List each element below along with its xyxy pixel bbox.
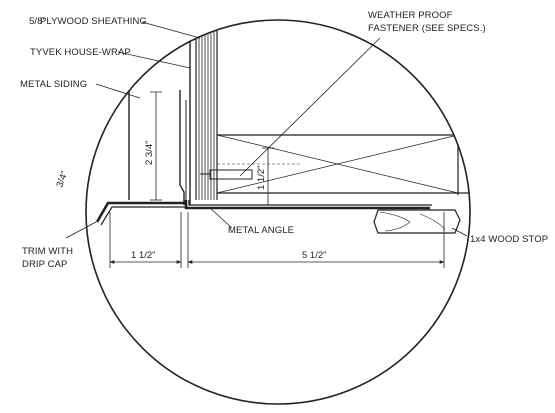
dim-angle-leg-text: 1 1/2": [256, 165, 267, 190]
wood-stop: [373, 209, 461, 234]
dim-angle-width-text: 5 1/2": [302, 250, 327, 261]
tyvek-label: TYVEK HOUSE-WRAP: [30, 47, 131, 58]
detail-circle: [85, 19, 471, 405]
dim-trim-width-text: 1 1/2": [131, 250, 156, 261]
trim-label-1: TRIM WITH: [22, 246, 73, 257]
metal-siding-label: METAL SIDING: [20, 79, 87, 90]
window-head: [216, 134, 470, 195]
metal-angle: [184, 200, 432, 210]
dim-drip-offset: [86, 209, 87, 219]
metal-angle-label: METAL ANGLE: [228, 225, 294, 236]
fastener: [200, 169, 253, 180]
weather-proof-label-2: FASTENER (SEE SPECS.): [368, 23, 486, 34]
leaders: [65, 21, 468, 239]
dim-drip-offset-text: 3/4": [54, 170, 70, 189]
plywood-sheathing-label: PLYWOOD SHEATHING: [40, 16, 147, 27]
wood-stop-label: 1x4 WOOD STOP: [470, 234, 548, 245]
dim-siding-height-text: 2 3/4": [144, 140, 155, 165]
metal-siding: [128, 90, 187, 205]
plywood-sheathing: [189, 20, 218, 205]
dim-siding-height: [150, 91, 162, 201]
plywood-fraction-label: 5/8": [29, 16, 46, 27]
trim-drip-cap: [95, 201, 186, 226]
trim-label-2: DRIP CAP: [22, 259, 68, 270]
dim-horizontal: [109, 212, 445, 268]
weather-proof-label-1: WEATHER PROOF: [368, 10, 453, 21]
